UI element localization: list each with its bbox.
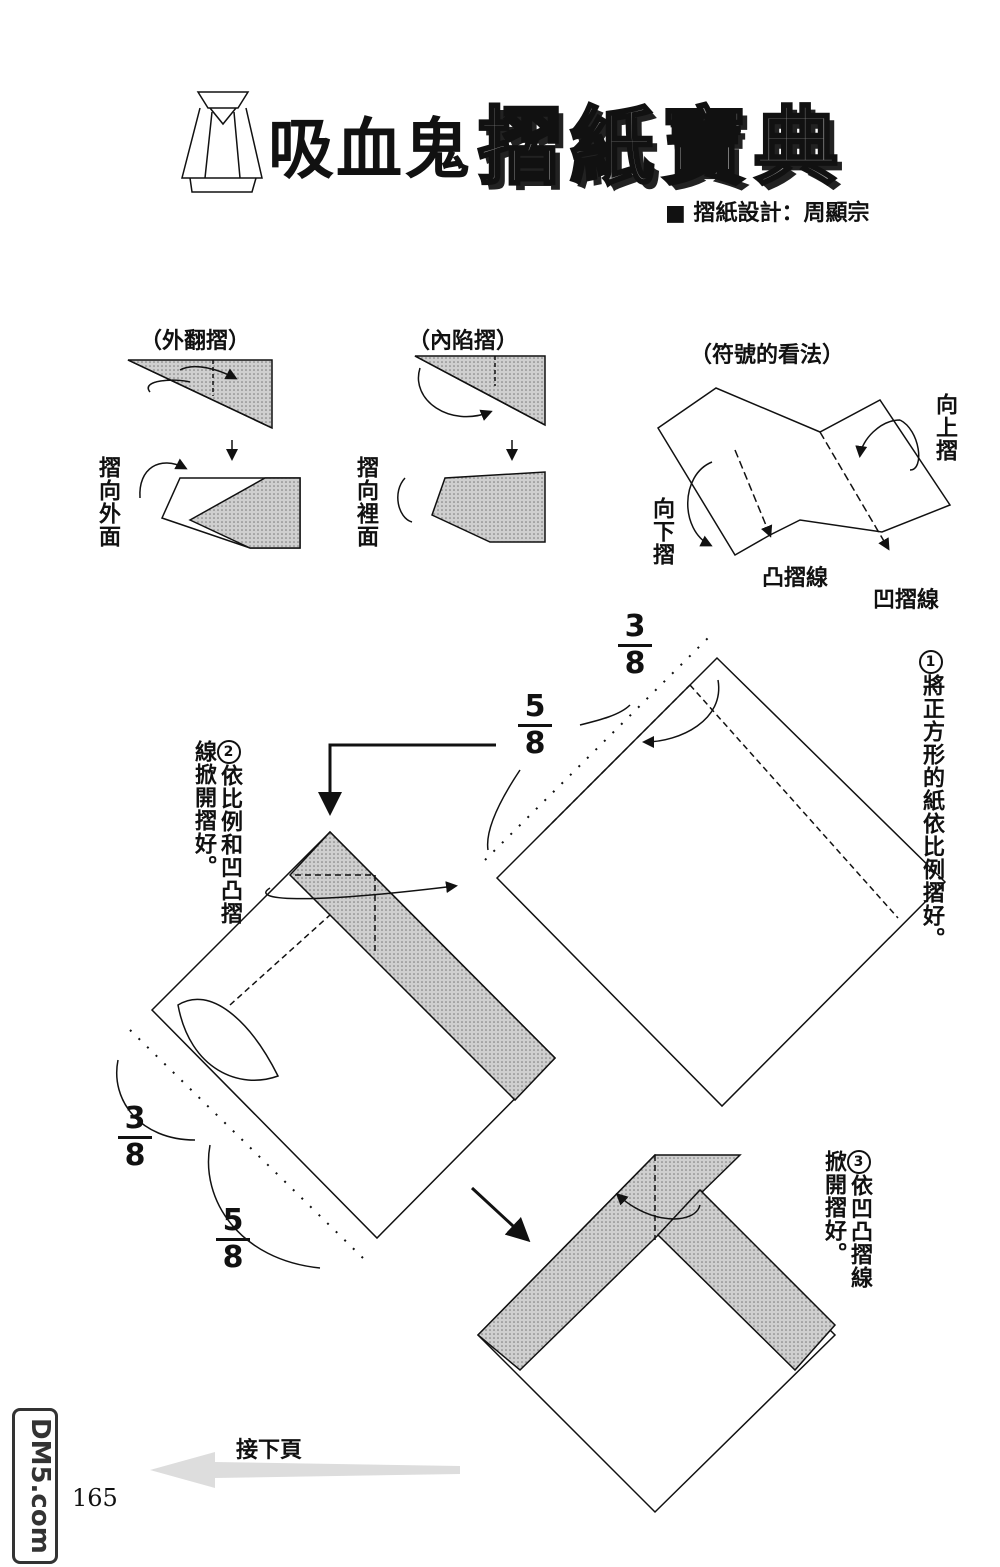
step1-instruction: 1將正方形的紙依比例摺好。 xyxy=(918,650,944,950)
mountain-fold-label: 凸摺線 xyxy=(762,566,829,591)
step3-text: 依凹凸摺線掀開摺好。 xyxy=(821,1150,872,1289)
step1-number: 1 xyxy=(919,650,943,674)
page-number: 165 xyxy=(72,1484,118,1512)
fold-up-label: 向上摺 xyxy=(932,393,957,462)
valley-fold-label: 凹摺線 xyxy=(873,588,940,613)
step3-number: 3 xyxy=(847,1150,871,1174)
design-credit: ■ 摺紙設計：周顯宗 xyxy=(665,201,870,226)
next-page-label: 接下頁 xyxy=(236,1438,303,1463)
title-prefix: 吸血鬼 xyxy=(268,111,472,188)
step2-instruction: 2依比例和凹凸摺線掀開摺好。 xyxy=(190,740,242,940)
fold-inward-label: 摺向裡面 xyxy=(353,456,378,548)
fold-outward-label: 摺向外面 xyxy=(95,456,120,548)
step2-text: 依比例和凹凸摺線掀開摺好。 xyxy=(191,740,242,925)
fold-down-label: 向下摺 xyxy=(649,497,674,566)
next-page-arrow-icon xyxy=(150,1452,460,1488)
vampire-logo-icon xyxy=(181,91,263,193)
outside-reverse-label: （外翻摺） xyxy=(140,329,251,354)
watermark-logo: DM5.com xyxy=(12,1408,58,1564)
step3-instruction: 3依凹凸摺線掀開摺好。 xyxy=(820,1150,872,1300)
step3-diagram xyxy=(470,1153,837,1514)
outside-reverse-diagram xyxy=(127,359,301,549)
inside-reverse-label: （內陷摺） xyxy=(408,329,519,354)
step1-diagram xyxy=(318,635,947,1108)
step2-number: 2 xyxy=(217,740,241,764)
inside-reverse-diagram xyxy=(397,355,546,543)
step1-text: 將正方形的紙依比例摺好。 xyxy=(919,674,944,950)
step2-diagram xyxy=(116,830,557,1269)
symbols-diagram xyxy=(656,387,952,557)
symbols-label: （符號的看法） xyxy=(690,343,845,368)
page-title: 摺紙寶典 xyxy=(476,97,847,198)
